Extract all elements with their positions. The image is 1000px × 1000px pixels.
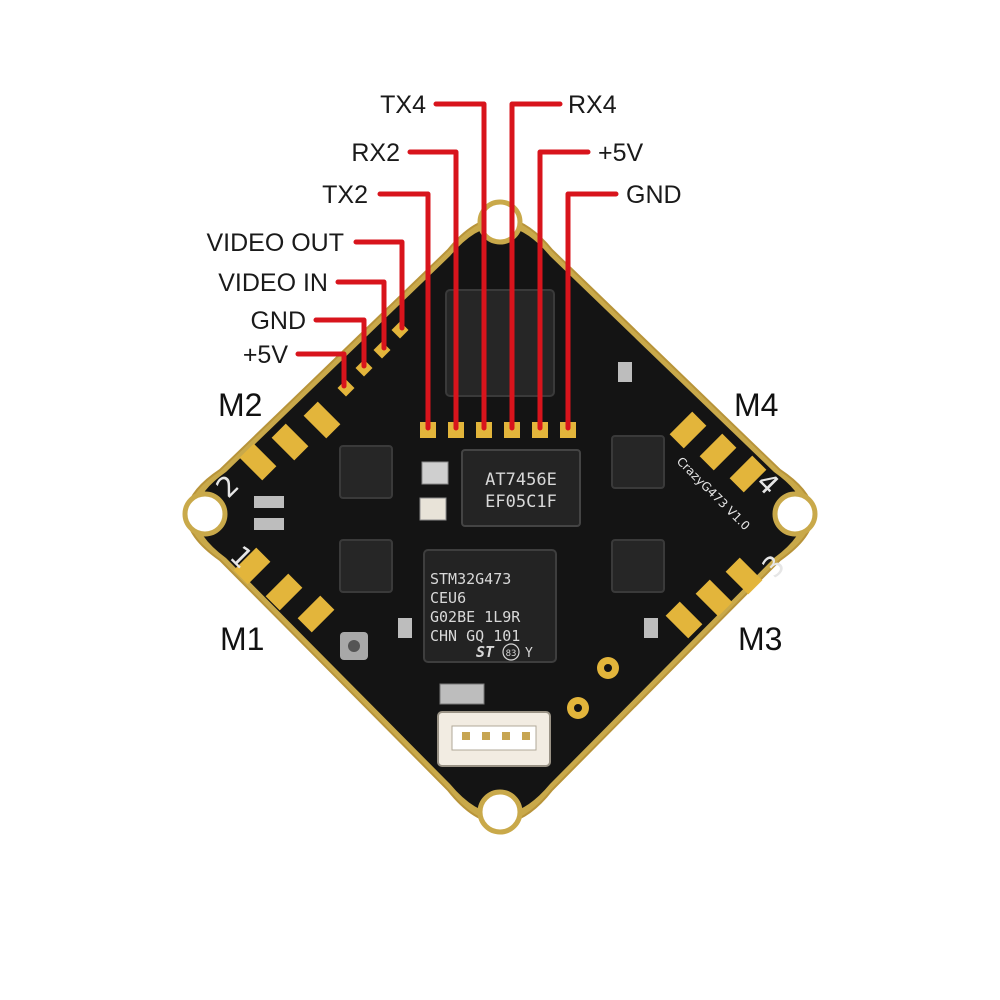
driver-chip-3 [611, 435, 665, 489]
osd-chip-line-2: EF05C1F [485, 492, 557, 512]
top-chip [445, 289, 555, 397]
wire-tx2 [377, 191, 431, 431]
label-m2: M2 [218, 387, 262, 423]
mcu-line-3: G02BE 1L9R [430, 608, 521, 626]
wire-rx2 [407, 149, 459, 431]
motor-labels: M2 M1 M4 M3 [218, 387, 782, 657]
mcu-chip: STM32G473 CEU6 G02BE 1L9R CHN GQ 101 ST … [423, 549, 557, 663]
label-m3: M3 [738, 621, 782, 657]
osd-chip: AT7456E EF05C1F [461, 449, 581, 527]
motor-pads-m1 [233, 547, 335, 633]
pad [303, 401, 341, 439]
wire-video-out [353, 239, 405, 331]
jst-connector [437, 711, 551, 767]
label-rx2: RX2 [351, 139, 400, 167]
label-video-in: VIDEO IN [218, 269, 328, 297]
osd-chip-line-1: AT7456E [485, 470, 557, 490]
pad [239, 443, 277, 481]
mcu-code-circle [502, 643, 520, 661]
pad [695, 579, 733, 617]
pad [233, 547, 271, 585]
label-5v-left: +5V [243, 341, 289, 369]
driver-chip-4 [611, 539, 665, 593]
wire-gnd-left [313, 317, 367, 369]
wire-5v-right [537, 149, 591, 431]
label-rx4: RX4 [568, 91, 617, 119]
driver-chip-1 [339, 445, 393, 499]
motor-pads-m2 [239, 401, 341, 481]
motor-pads-m3 [665, 557, 763, 639]
pin-labels: TX4 RX4 RX2 +5V TX2 GND VIDEO OUT VIDEO … [206, 91, 681, 369]
mcu-line-2: CEU6 [430, 589, 466, 607]
label-m4: M4 [734, 387, 778, 423]
mcu-suffix: Y [525, 646, 533, 661]
pad [669, 411, 707, 449]
mcu-code: 83 [506, 649, 517, 659]
mounting-hole-right [772, 491, 818, 537]
label-5v-right: +5V [598, 139, 644, 167]
wire-tx4 [433, 101, 487, 431]
label-gnd-right: GND [626, 181, 682, 209]
wire-video-in [335, 279, 387, 351]
pad [729, 455, 767, 493]
wire-rx4 [509, 101, 563, 431]
mcu-line-1: STM32G473 [430, 570, 511, 588]
wire-gnd-right [565, 191, 619, 431]
motor-pads-m4 [669, 411, 767, 493]
pad [665, 601, 703, 639]
label-tx4: TX4 [380, 91, 426, 119]
driver-chip-2 [339, 539, 393, 593]
label-m1: M1 [220, 621, 264, 657]
pad [265, 573, 303, 611]
label-video-out: VIDEO OUT [206, 229, 344, 257]
pad [271, 423, 309, 461]
mcu-line-4: CHN GQ 101 [430, 627, 520, 645]
mcu-st-logo: ST [476, 643, 495, 661]
label-tx2: TX2 [322, 181, 368, 209]
label-gnd-left: GND [250, 307, 306, 335]
pad [725, 557, 763, 595]
small-components [254, 362, 658, 719]
wire-5v-left [295, 351, 347, 389]
mounting-hole-bottom [477, 789, 523, 835]
pad [699, 433, 737, 471]
driver-chips [339, 435, 665, 593]
pad [297, 595, 335, 633]
leader-wires [295, 101, 619, 431]
mounting-hole-left [182, 491, 228, 537]
